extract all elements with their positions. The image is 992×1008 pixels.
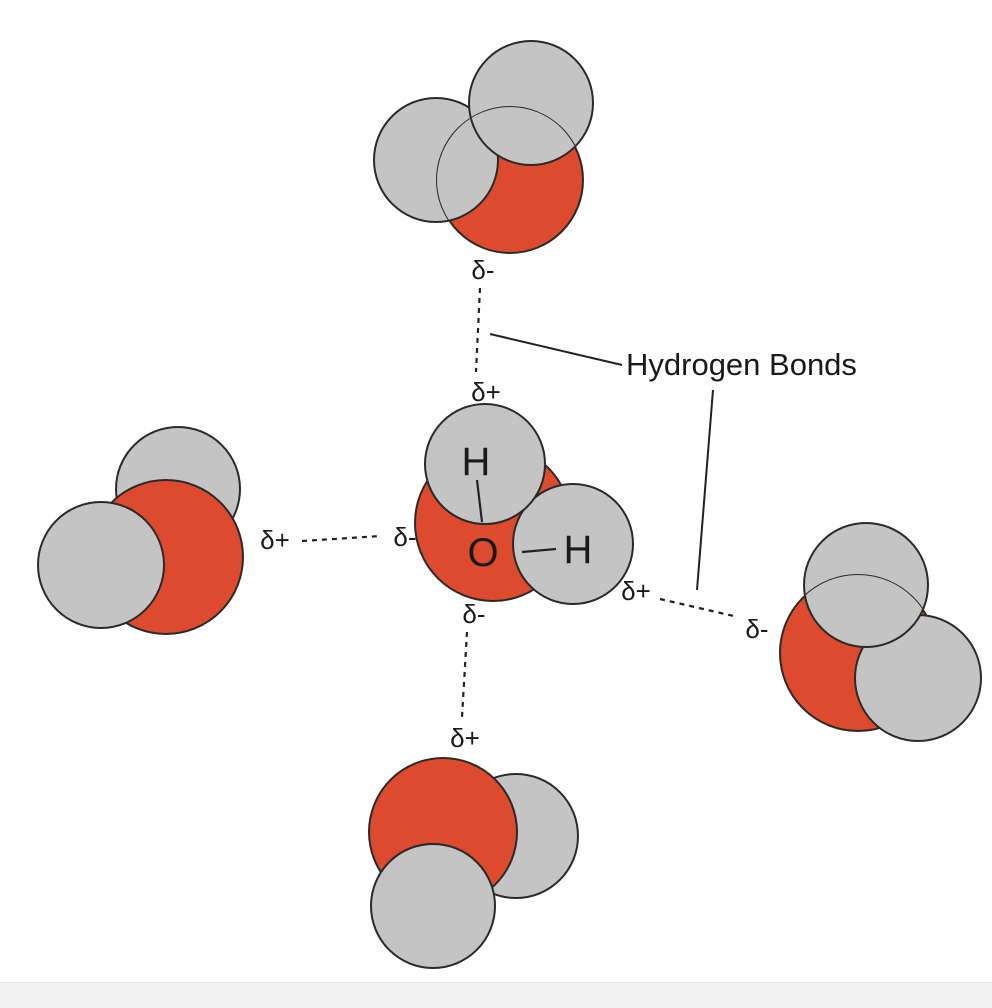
- partial-charge-label: δ+: [471, 377, 501, 407]
- atom-symbol-oxygen: O: [467, 531, 498, 575]
- water-molecule-right: [779, 522, 982, 742]
- oh-bond-horizontal: [521, 547, 557, 554]
- partial-charge-label: δ-: [462, 599, 485, 629]
- oh-bond-vertical: [475, 479, 484, 523]
- hydrogen-atom: [512, 483, 634, 605]
- partial-charge-label: δ-: [471, 255, 494, 285]
- hydrogen-atom-overlap: [437, 107, 499, 223]
- water-molecule-bottom: [368, 757, 579, 969]
- hydrogen-bond-top: [474, 287, 482, 373]
- water-molecule-top: [373, 40, 594, 254]
- hydrogen-bond-left: [301, 534, 382, 543]
- partial-charge-label: δ+: [450, 723, 480, 753]
- annotation-leader-top: [489, 333, 623, 366]
- annotation-leader-right: [696, 389, 714, 591]
- partial-charge-label: δ-: [745, 614, 768, 644]
- atom-symbol-hydrogen: H: [564, 528, 593, 572]
- atom-symbol-hydrogen: H: [462, 440, 491, 484]
- annotation-label: Hydrogen Bonds: [626, 347, 857, 382]
- partial-charge-label: δ+: [621, 576, 651, 606]
- water-molecule-left: [37, 426, 244, 635]
- partial-charge-label: δ+: [260, 525, 290, 555]
- water-molecule-center: [414, 403, 634, 605]
- hydrogen-bond-bottom: [460, 631, 469, 718]
- hydrogen-atom-overlap: [370, 843, 496, 906]
- hydrogen-atom: [37, 501, 165, 629]
- image-caption-strip: [0, 982, 992, 1008]
- partial-charge-label: δ-: [393, 522, 416, 552]
- hydrogen-atom-overlap: [468, 107, 583, 166]
- hydrogen-bond-right: [659, 597, 739, 619]
